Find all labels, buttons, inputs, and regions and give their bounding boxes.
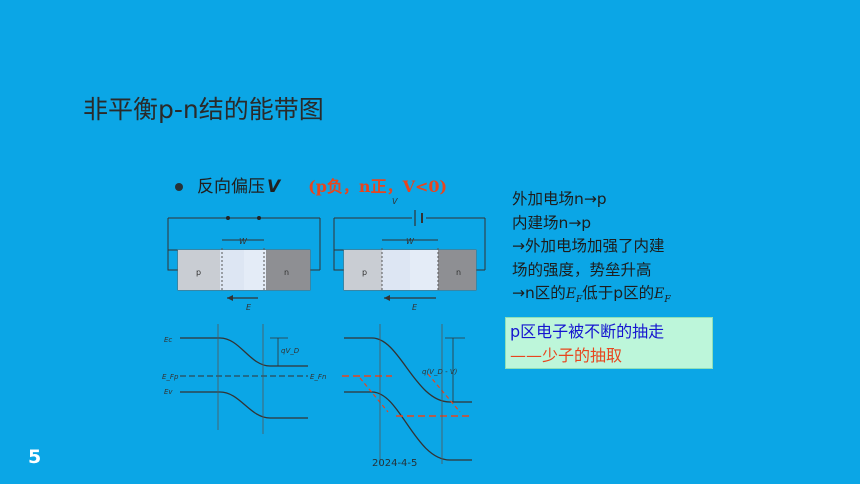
note-line-4: 场的强度，势垒升高 xyxy=(512,260,652,279)
p-region-label: p xyxy=(196,268,201,277)
note-5-part-a: →n区的 xyxy=(512,284,566,302)
depletion-width-label: W xyxy=(239,237,248,246)
ef-p-letter: E xyxy=(654,286,665,302)
minority-carrier-callout: p区电子被不断的抽走 ——少子的抽取 xyxy=(505,317,713,369)
p-region-label-rb: p xyxy=(362,268,367,277)
qvd-label: qV_D xyxy=(281,347,300,355)
explanation-notes: 外加电场n→p 内建场n→p →外加电场加强了内建 场的强度，势垒升高 →n区的… xyxy=(512,188,671,312)
ef-symbol-p: EF xyxy=(654,286,671,305)
reverse-bias-band-diagram: q(V_D - V) xyxy=(342,324,472,464)
ev-label: Ev xyxy=(164,388,173,396)
note-5-part-b: 低于p区的 xyxy=(582,284,655,302)
ef-n-letter: E xyxy=(565,286,577,302)
note-line-5: →n区的EF低于p区的EF xyxy=(512,282,671,312)
bullet-variable: V xyxy=(267,177,281,197)
bullet-label: 反向偏压 xyxy=(197,177,265,197)
field-label-left: E xyxy=(246,303,252,312)
page-number: 5 xyxy=(28,446,42,468)
qvd-v-label: q(V_D - V) xyxy=(422,368,458,376)
battery-voltage-label: V xyxy=(392,198,398,206)
ec-label: Ec xyxy=(164,336,172,344)
n-region-label: n xyxy=(284,268,289,277)
equilibrium-junction: W p n E xyxy=(167,216,321,312)
callout-line-2: ——少子的抽取 xyxy=(510,346,623,365)
callout-line-1: p区电子被不断的抽走 xyxy=(510,322,665,341)
ef-p-sub: F xyxy=(664,294,671,305)
field-label-right: E xyxy=(412,303,418,312)
n-region-label-rb: n xyxy=(456,268,461,277)
note-line-2: 内建场n→p xyxy=(512,213,592,232)
ef-n-sub: F xyxy=(576,294,583,305)
note-line-3: →外加电场加强了内建 xyxy=(512,237,665,255)
bias-condition: (p负，n正，V<0) xyxy=(308,177,448,196)
bullet-dot-icon xyxy=(175,183,183,191)
note-line-1: 外加电场n→p xyxy=(512,190,607,208)
slide-title: 非平衡p-n结的能带图 xyxy=(83,95,324,124)
pn-junction-band-diagram: W p n E V W p n E Ec E_Fp Ev xyxy=(162,198,486,464)
slide-date: 2024-4-5 xyxy=(372,458,418,469)
efp-label: E_Fp xyxy=(162,373,179,381)
ef-symbol-n: EF xyxy=(565,286,583,305)
reverse-bias-junction: V W p n E xyxy=(333,198,486,312)
depletion-width-label-rb: W xyxy=(406,237,415,246)
efn-label: E_Fn xyxy=(310,373,326,381)
equilibrium-band-diagram: Ec E_Fp Ev qV_D E_Fn xyxy=(162,324,326,434)
